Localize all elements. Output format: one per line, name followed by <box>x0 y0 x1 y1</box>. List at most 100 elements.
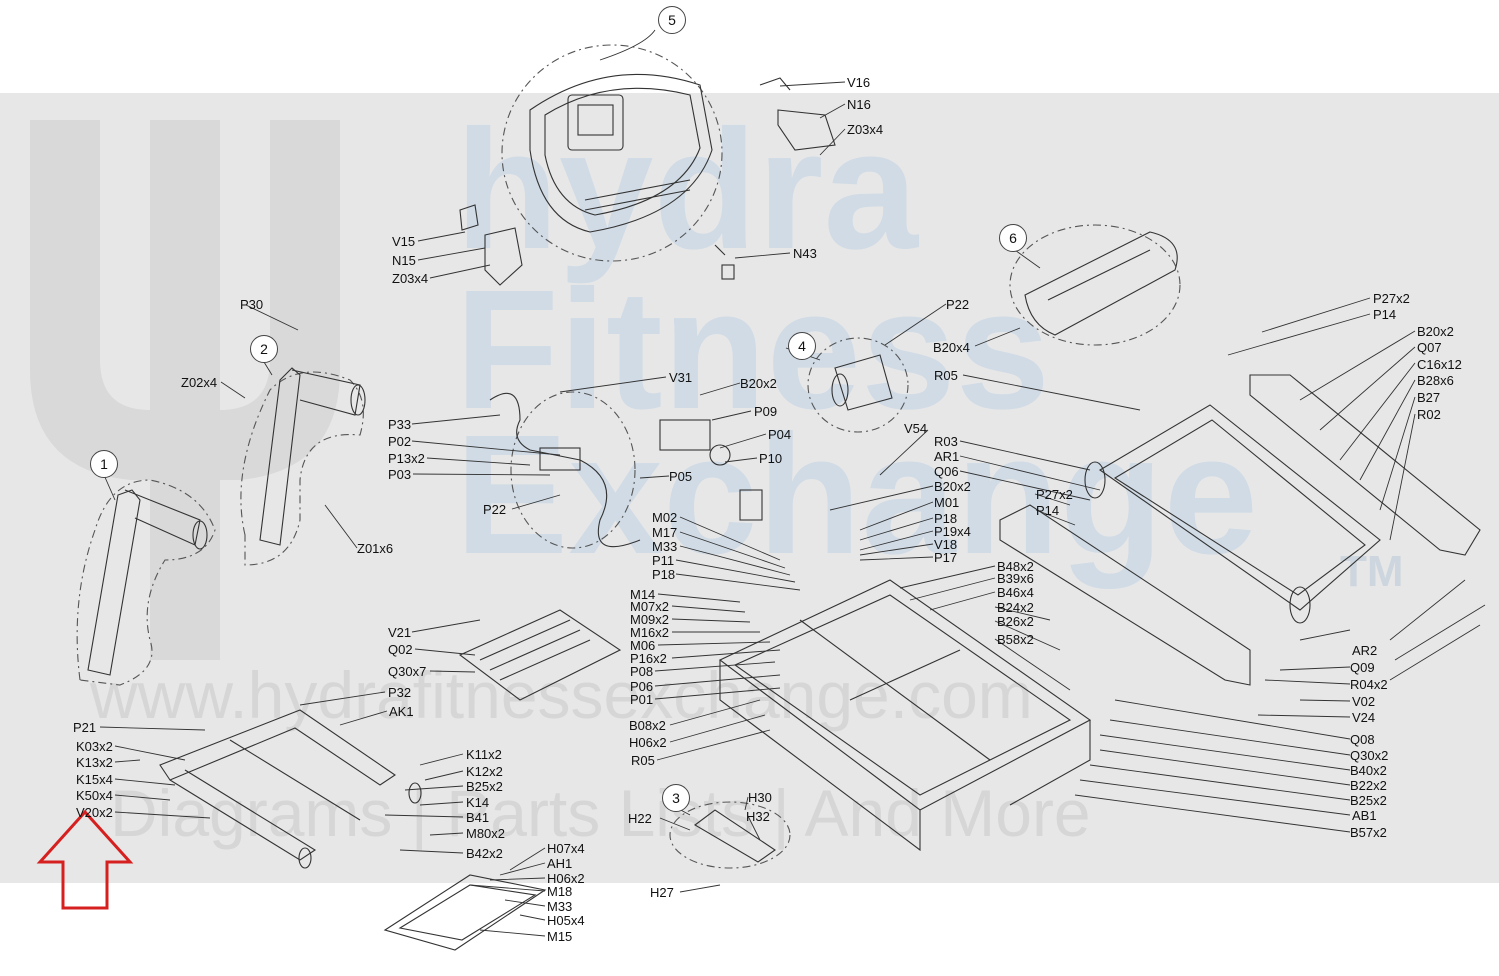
part-label[interactable]: AH1 <box>547 856 573 871</box>
part-label[interactable]: P03 <box>388 467 412 482</box>
callout-6[interactable]: 6 <box>999 224 1027 252</box>
part-label[interactable]: P27x2 <box>1373 291 1410 306</box>
part-label[interactable]: K03x2 <box>76 739 113 754</box>
part-label[interactable]: R05 <box>934 368 958 383</box>
part-label[interactable]: H22 <box>628 811 652 826</box>
part-label[interactable]: H32 <box>746 809 770 824</box>
callout-5[interactable]: 5 <box>658 6 686 34</box>
part-label[interactable]: P08 <box>630 664 654 679</box>
part-label[interactable]: B24x2 <box>997 600 1034 615</box>
part-label[interactable]: P09 <box>754 404 778 419</box>
part-label[interactable]: N16 <box>847 97 871 112</box>
part-label[interactable]: V31 <box>669 370 693 385</box>
part-label[interactable]: K50x4 <box>76 788 113 803</box>
part-label[interactable]: V16 <box>847 75 871 90</box>
part-label[interactable]: V15 <box>392 234 416 249</box>
part-label[interactable]: R02 <box>1417 407 1441 422</box>
part-label[interactable]: P11 <box>652 553 675 568</box>
part-label[interactable]: B25x2 <box>1350 793 1387 808</box>
part-label[interactable]: Z03x4 <box>392 271 429 286</box>
part-label[interactable]: P05 <box>669 469 693 484</box>
callout-2[interactable]: 2 <box>250 335 278 363</box>
part-label[interactable]: Z01x6 <box>357 541 394 556</box>
part-label[interactable]: R05 <box>631 753 655 768</box>
part-label[interactable]: P33 <box>388 417 412 432</box>
part-label[interactable]: Q08 <box>1350 732 1375 747</box>
part-label[interactable]: Q30x7 <box>388 664 427 679</box>
part-label[interactable]: B22x2 <box>1350 778 1387 793</box>
part-label[interactable]: P22 <box>946 297 970 312</box>
part-label[interactable]: H06x2 <box>547 871 585 886</box>
part-label[interactable]: M09x2 <box>630 612 670 627</box>
part-label[interactable]: R04x2 <box>1350 677 1388 692</box>
part-label[interactable]: AR1 <box>934 449 960 464</box>
part-label[interactable]: M33 <box>652 539 678 554</box>
part-label[interactable]: V18 <box>934 537 958 552</box>
part-label[interactable]: B41 <box>466 810 490 825</box>
part-label[interactable]: M80x2 <box>466 826 506 841</box>
part-label[interactable]: M15 <box>547 929 573 944</box>
part-label[interactable]: K14 <box>466 795 490 810</box>
part-label[interactable]: B20x2 <box>934 479 971 494</box>
part-label[interactable]: B27 <box>1417 390 1441 405</box>
callout-1[interactable]: 1 <box>90 450 118 478</box>
part-label[interactable]: B25x2 <box>466 779 503 794</box>
part-label[interactable]: C16x12 <box>1417 357 1462 372</box>
part-label[interactable]: K13x2 <box>76 755 113 770</box>
part-label[interactable]: B58x2 <box>997 632 1034 647</box>
part-label[interactable]: N15 <box>392 253 416 268</box>
part-label[interactable]: Q09 <box>1350 660 1375 675</box>
part-label[interactable]: P22 <box>483 502 507 517</box>
part-label[interactable]: B28x6 <box>1417 373 1454 388</box>
part-label[interactable]: P14 <box>1036 503 1060 518</box>
part-label[interactable]: P17 <box>934 550 958 565</box>
part-label[interactable]: M18 <box>547 884 573 899</box>
part-label[interactable]: P32 <box>388 685 412 700</box>
part-label[interactable]: M02 <box>652 510 678 525</box>
part-label[interactable]: M33 <box>547 899 573 914</box>
part-label[interactable]: V24 <box>1352 710 1376 725</box>
part-label[interactable]: P10 <box>759 451 783 466</box>
part-label[interactable]: B39x6 <box>997 571 1034 586</box>
part-label[interactable]: H06x2 <box>629 735 667 750</box>
part-label[interactable]: B57x2 <box>1350 825 1387 840</box>
part-label[interactable]: P16x2 <box>630 651 667 666</box>
part-label[interactable]: P18 <box>934 511 958 526</box>
part-label[interactable]: P02 <box>388 434 412 449</box>
part-label[interactable]: B40x2 <box>1350 763 1387 778</box>
part-label[interactable]: P18 <box>652 567 676 582</box>
part-label[interactable]: V21 <box>388 625 412 640</box>
part-label[interactable]: P01 <box>630 692 654 707</box>
part-label[interactable]: M17 <box>652 525 678 540</box>
part-label[interactable]: B20x2 <box>740 376 777 391</box>
part-label[interactable]: R03 <box>934 434 958 449</box>
part-label[interactable]: P14 <box>1373 307 1397 322</box>
part-label[interactable]: AR2 <box>1352 643 1378 658</box>
part-label[interactable]: H30 <box>748 790 772 805</box>
part-label[interactable]: M01 <box>934 495 960 510</box>
part-label[interactable]: AK1 <box>389 704 414 719</box>
part-label[interactable]: P19x4 <box>934 524 971 539</box>
part-label[interactable]: AB1 <box>1352 808 1377 823</box>
part-label[interactable]: H27 <box>650 885 674 900</box>
part-label[interactable]: H07x4 <box>547 841 585 856</box>
part-label[interactable]: K11x2 <box>466 747 502 762</box>
part-label[interactable]: K12x2 <box>466 764 503 779</box>
part-label[interactable]: B42x2 <box>466 846 503 861</box>
part-label[interactable]: M16x2 <box>630 625 670 640</box>
part-label[interactable]: P27x2 <box>1036 487 1073 502</box>
part-label[interactable]: P13x2 <box>388 451 425 466</box>
part-label[interactable]: V02 <box>1352 694 1376 709</box>
part-label[interactable]: V20x2 <box>76 805 113 820</box>
part-label[interactable]: Z03x4 <box>847 122 884 137</box>
part-label[interactable]: Q06 <box>934 464 959 479</box>
part-label[interactable]: N43 <box>793 246 817 261</box>
part-label[interactable]: Z02x4 <box>181 375 218 390</box>
part-label[interactable]: K15x4 <box>76 772 113 787</box>
part-label[interactable]: B26x2 <box>997 614 1034 629</box>
part-label[interactable]: M06 <box>630 638 656 653</box>
part-label[interactable]: H05x4 <box>547 913 585 928</box>
part-label[interactable]: P04 <box>768 427 792 442</box>
part-label[interactable]: Q02 <box>388 642 413 657</box>
part-label[interactable]: P06 <box>630 679 654 694</box>
